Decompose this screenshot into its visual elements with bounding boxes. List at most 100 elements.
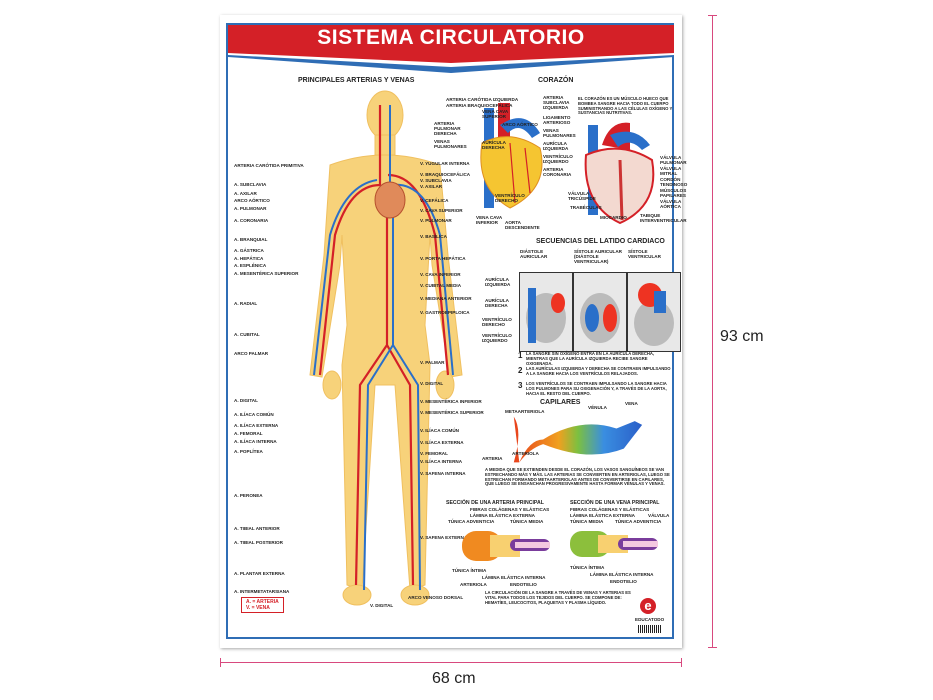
heart-label: VENAS PULMONARES [543,128,576,138]
vein-label: V. MEDIANA ANTERIOR [420,296,472,301]
vein-section-label: LÁMINA ELÁSTICA EXTERNA [570,513,635,518]
body-illustration [309,90,463,606]
dimension-tick [220,658,221,667]
vein-section-label: LÁMINA ELÁSTICA INTERNA [590,572,654,577]
heart-label: VENA CAVA INFERIOR [476,215,503,225]
vein-label: V. CUBITAL MEDIA [420,283,462,288]
artery-label: A. ILÍACA COMÚN [234,412,274,417]
heart-label: MIOCARDIO [600,215,627,220]
heart-label: MÚSCULOS PAPILARES [660,188,687,198]
artery-label: A. TIBIAL POSTERIOR [234,540,283,545]
legend-vein: V. = VENA [246,605,270,611]
artery-label: A. HEPÁTICA [234,256,264,261]
brand-name: EDUCATODO [635,617,665,622]
heart-label: AURÍCULA DERECHA [482,140,506,150]
artery-label: A. AXILAR [234,191,257,196]
heart-label: ARTERIA BRAQUIOCEFÁLICA [446,103,513,108]
brand-logo: e [640,598,656,614]
heart-label: TABIQUE INTERVENTRICULAR [640,213,687,223]
artery-section-label: FIBRAS COLÁGENAS Y ELÁSTICAS [470,507,550,512]
artery-label: A. CUBITAL [234,332,260,337]
chamber-label: AURÍCULA DERECHA [485,298,509,308]
artery-label: A. ILÍACA INTERNA [234,439,277,444]
phase-label: SÍSTOLE VENTRICULAR [628,249,661,259]
vein-section-label: TÚNICA MEDIA [570,519,604,524]
phase-panel [519,272,573,352]
dimension-tick [708,647,717,648]
legend-artery: A. = ARTERIA [246,599,279,605]
step-number: 3 [518,381,523,390]
capillary-illustration [513,416,643,463]
vein-label: V. DIGITAL [370,603,394,608]
barcode [638,625,662,633]
vein-section-illustration [570,531,658,557]
vein-section-label: ENDOTELIO [610,579,637,584]
artery-label: A. ILÍACA EXTERNA [234,423,279,428]
heart-label: ARTERIA CORONARIA [543,167,572,177]
chamber-label: VENTRÍCULO IZQUIERDO [482,333,512,343]
banner-chevron [228,53,674,73]
width-dimension-line [220,662,682,663]
capillaries-text: A MEDIDA QUE SE EXTIENDEN DESDE EL CORAZ… [485,467,670,487]
heart-label: VENTRÍCULO DERECHO [495,193,525,203]
heart-label: ARTERIA SUBCLAVIA IZQUIERDA [543,95,570,110]
capillary-label: VENA [625,401,638,406]
heart-label: VÁLVULA MITRAL [660,166,682,176]
heart-label: VÁLVULA AÓRTICA [660,199,682,209]
artery-label: A. MESENTÉRICA SUPERIOR [234,271,299,276]
artery-label: A. RADIAL [234,301,258,306]
heart-heading: CORAZÓN [538,77,574,84]
vein-label: V. PALMAR [420,360,445,365]
vein-label: V. MESENTÉRICA SUPERIOR [420,410,484,415]
artery-label: A. PERONEA [234,493,263,498]
artery-label: ARCO AÓRTICO [234,198,270,203]
vein-label: V. BASÍLICA [420,234,447,239]
vein-label: V. SAFENA EXTERNA [420,535,468,540]
heart-label: AORTA DESCENDENTE [505,220,540,230]
artery-label: ARTERIA CARÓTIDA PRIMITIVA [234,163,304,168]
phase-panel [573,272,627,352]
footer-text: LA CIRCULACIÓN DE LA SANGRE A TRAVÉS DE … [485,590,631,605]
vein-label: V. AXILAR [420,184,443,189]
sequence-heading: SECUENCIAS DEL LATIDO CARDIACO [536,238,665,245]
vein-label: V. ILÍACA EXTERNA [420,440,464,445]
body-heading: PRINCIPALES ARTERIAS Y VENAS [298,77,415,84]
vein-label: ARCO VENOSO DORSAL [408,595,464,600]
dimension-tick [681,658,682,667]
artery-section-heading: SECCIÓN DE UNA ARTERIA PRINCIPAL [446,500,544,506]
capillaries-heading: CAPILARES [540,399,581,406]
heart-exterior-illustration [480,103,543,209]
vein-label: V. PULMONAR [420,218,452,223]
dimension-tick [708,15,717,16]
artery-section-label: TÚNICA ADVENTICIA [448,519,495,524]
vein-label: V. CAVA INFERIOR [420,272,461,277]
artery-section-label: ENDOTELIO [510,582,537,587]
legend: A. = ARTERIA V. = VENA [241,597,284,613]
heart-label: VÁLVULA TRICÚSPIDE [568,191,596,201]
width-label: 68 cm [432,670,476,687]
heart-label: AURÍCULA IZQUIERDA [543,141,569,151]
vein-label: V. YUGULAR INTERNA [420,161,470,166]
artery-label: A. DIGITAL [234,398,258,403]
vein-label: V. DIGITAL [420,381,444,386]
vein-label: V. CEFÁLICA [420,198,449,203]
capillary-label: VÉNULA [588,405,607,410]
capillary-label: METAARTERIOLA [505,409,545,414]
heart-label: ARCO AÓRTICO [502,122,538,127]
heart-label: TRABÉCULAS [570,205,602,210]
vein-section-label: TÚNICA ÍNTIMA [570,565,605,570]
phase-label: DIÁSTOLE AURICULAR [520,249,548,259]
chamber-label: AURÍCULA IZQUIERDA [485,277,511,287]
heart-interior-illustration [584,122,655,225]
capillary-label: ARTERIOLA [512,451,539,456]
vein-label: V. ILÍACA COMÚN [420,428,459,433]
step-text: LAS AURÍCULAS IZQUIERDA Y DERECHA SE CON… [526,366,671,376]
step-number: 1 [518,351,523,360]
vein-label: V. MESENTÉRICA INFERIOR [420,399,482,404]
heart-label: CORDÓN TENDINOSO [660,177,688,187]
title-banner [228,25,674,55]
vein-label: V. SAFENA INTERNA [420,471,466,476]
artery-label: A. ESPLÉNICA [234,263,267,268]
artery-label: A. CORONARIA [234,218,269,223]
artery-label: A. GÁSTRICA [234,248,264,253]
